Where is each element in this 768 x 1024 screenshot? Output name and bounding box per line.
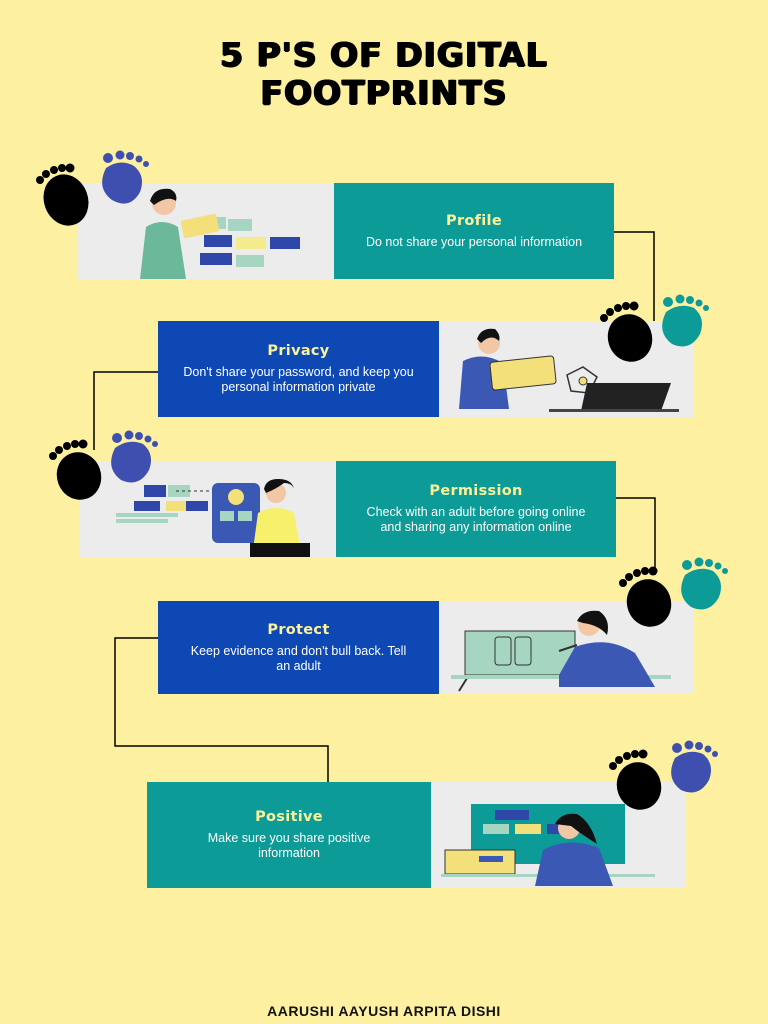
privacy-text: Don't share your password, and keep you … <box>183 365 414 394</box>
footprints-icon <box>600 294 709 362</box>
title-line-2: FOOTPRINTS <box>260 73 508 112</box>
profile-heading: Profile <box>446 212 502 229</box>
page-title: 5 P'S OF DIGITAL FOOTPRINTS <box>0 36 768 112</box>
footprints-icon <box>619 557 728 627</box>
protect-card: Protect Keep evidence and don't bull bac… <box>158 601 439 694</box>
permission-card: Permission Check with an adult before go… <box>336 461 616 557</box>
protect-text: Keep evidence and don't bull back. Tell … <box>190 643 407 673</box>
woman-with-notes-icon <box>140 188 300 279</box>
footprints-icon <box>609 740 718 810</box>
authors-footer: AARUSHI AAYUSH ARPITA DISHI <box>267 1003 501 1019</box>
protect-heading: Protect <box>267 621 330 638</box>
woman-at-desk-icon <box>451 610 671 692</box>
positive-heading: Positive <box>255 809 323 825</box>
woman-with-tablet-icon <box>459 328 679 412</box>
positive-illustration <box>431 782 686 888</box>
privacy-card: Privacy Don't share your password, and k… <box>158 321 439 417</box>
privacy-heading: Privacy <box>267 343 330 359</box>
profile-card: Profile Do not share your personal infor… <box>334 183 614 279</box>
footprints-icon <box>49 430 158 500</box>
permission-text: Check with an adult before going online … <box>366 505 586 534</box>
woman-with-phone-icon <box>116 479 310 557</box>
title-line-1: 5 P'S OF DIGITAL <box>220 35 548 74</box>
woman-at-screen-icon <box>441 804 655 886</box>
footprints-icon <box>36 150 149 226</box>
profile-text: Do not share your personal information <box>365 234 583 249</box>
protect-illustration <box>439 601 694 694</box>
permission-heading: Permission <box>429 483 523 499</box>
positive-text: Make sure you share positive information <box>207 831 371 860</box>
positive-card: Positive Make sure you share positive in… <box>147 782 431 888</box>
